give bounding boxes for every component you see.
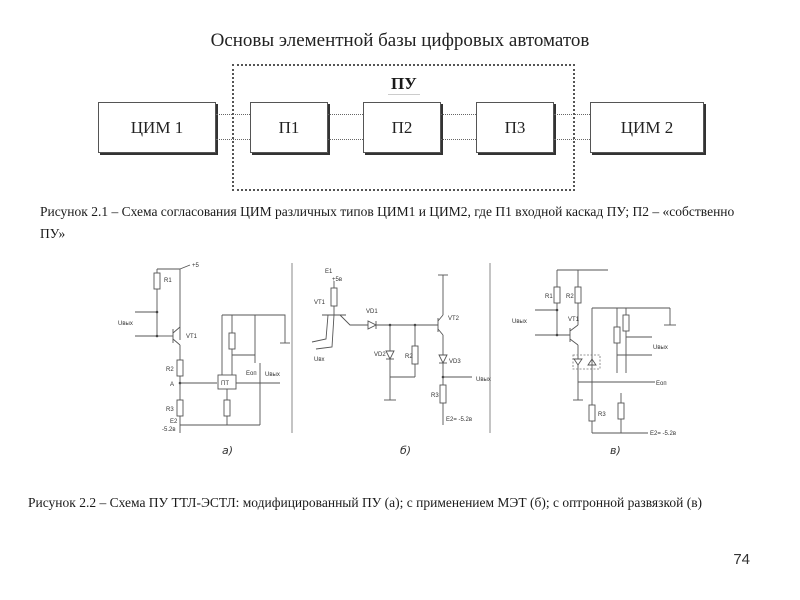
resistor-r2 (574, 286, 582, 304)
pu-group-frame (232, 64, 575, 191)
svg-text:R2: R2 (566, 294, 574, 300)
subfigure-label-a: а) (222, 444, 234, 457)
slide-title: Основы элементной базы цифровых автомато… (210, 30, 590, 51)
connector-line (216, 139, 250, 140)
svg-text:VD1: VD1 (366, 309, 378, 315)
block-p3: П3 (476, 102, 554, 153)
resistor (330, 287, 338, 307)
connector-line (554, 114, 590, 115)
svg-text:R3: R3 (431, 393, 439, 399)
svg-text:R1: R1 (545, 294, 553, 300)
diode-vd3 (438, 354, 448, 365)
svg-text:ПТ: ПТ (221, 381, 229, 387)
svg-text:VT1: VT1 (186, 334, 198, 340)
circuit-panel-c: R1 R2 Uвых VT1 R3 Uвых Eоп E2= - (512, 269, 676, 437)
resistor (617, 402, 625, 420)
resistor-r3 (588, 404, 596, 422)
resistor-r3 (176, 399, 184, 417)
svg-text:E2: E2 (170, 419, 178, 425)
svg-text:R3: R3 (598, 412, 606, 418)
resistor (223, 399, 231, 417)
connector-line (441, 139, 476, 140)
connector-line (328, 114, 363, 115)
svg-text:E2= -5.2в: E2= -5.2в (446, 417, 472, 423)
svg-text:Uвых: Uвых (265, 372, 280, 378)
svg-text:Uвх: Uвх (314, 357, 325, 363)
connector-line (328, 139, 363, 140)
svg-text:R2: R2 (166, 367, 174, 373)
resistor-r1 (553, 286, 561, 304)
page-number: 74 (733, 551, 750, 568)
svg-text:Eоп: Eоп (246, 371, 257, 377)
resistor-r2 (411, 345, 419, 365)
svg-text:E2= -5.2в: E2= -5.2в (650, 431, 676, 437)
svg-text:R1: R1 (164, 278, 172, 284)
resistor (613, 326, 621, 344)
svg-text:VD2: VD2 (374, 352, 386, 358)
diode-vd1 (367, 320, 378, 330)
optocoupler (572, 354, 601, 370)
circuit-panel-b: E1 +5в VT1 Uвх VD1 VD2 R2 VT2 VD3 (311, 269, 491, 425)
svg-text:R3: R3 (166, 407, 174, 413)
circuit-panel-a: +5 R1 Uвых VT1 R2 A R3 E2 -5.2в ПТ (118, 263, 290, 433)
pu-group-label: ПУ (388, 74, 420, 95)
svg-text:Uвых: Uвых (512, 319, 527, 325)
svg-text:VT1: VT1 (314, 300, 326, 306)
block-cim2: ЦИМ 2 (590, 102, 704, 153)
connector-line (554, 139, 590, 140)
svg-text:+5в: +5в (332, 277, 342, 283)
figure-caption-2: Рисунок 2.2 – Схема ПУ ТТЛ-ЭСТЛ: модифиц… (28, 495, 703, 510)
resistor (622, 314, 630, 332)
resistor (228, 332, 236, 350)
svg-text:VT1: VT1 (568, 317, 580, 323)
block-p1: П1 (250, 102, 328, 153)
svg-text:E1: E1 (325, 269, 333, 275)
connector-line (441, 114, 476, 115)
svg-text:R2: R2 (405, 354, 413, 360)
diode-vd2 (385, 350, 395, 361)
block-p2: П2 (363, 102, 441, 153)
svg-text:-5.2в: -5.2в (162, 427, 176, 433)
svg-text:VT2: VT2 (448, 316, 460, 322)
svg-text:Uвых: Uвых (118, 321, 133, 327)
figure-circuit-schematics: +5 R1 Uвых VT1 R2 A R3 E2 -5.2в ПТ (118, 263, 676, 437)
figure-caption-1: Рисунок 2.1 – Схема согласования ЦИМ раз… (40, 204, 735, 241)
svg-text:Eоп: Eоп (656, 381, 667, 387)
svg-text:A: A (170, 382, 174, 388)
svg-text:Uвых: Uвых (653, 345, 668, 351)
connector-line (216, 114, 250, 115)
subfigure-label-c: в) (610, 444, 621, 457)
svg-text:VD3: VD3 (449, 359, 461, 365)
subfigure-label-b: б) (400, 444, 412, 457)
resistor-r2 (176, 359, 184, 377)
resistor-r3 (439, 384, 447, 404)
block-cim1: ЦИМ 1 (98, 102, 216, 153)
svg-text:Uвых: Uвых (476, 377, 491, 383)
resistor-r1 (153, 272, 161, 290)
svg-text:+5: +5 (192, 263, 200, 269)
